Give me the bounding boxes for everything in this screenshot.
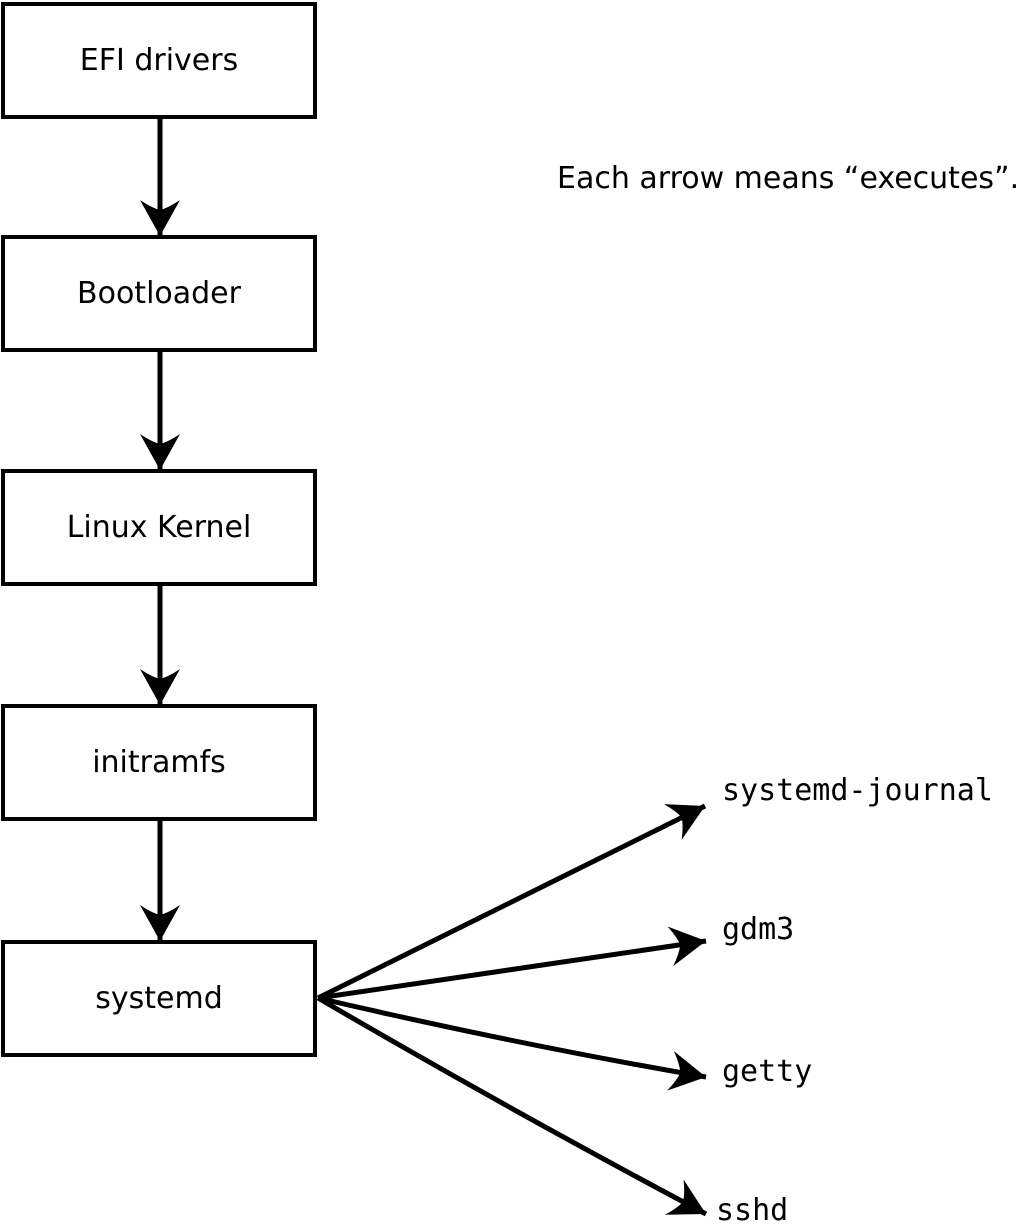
flow-box-bootloader: Bootloader [1, 235, 317, 352]
target-label-getty: getty [722, 1054, 813, 1089]
flow-box-initramfs: initramfs [1, 704, 317, 821]
flow-box-label: EFI drivers [79, 42, 239, 78]
arrow-systemd-to-sshd-icon [316, 995, 708, 1217]
arrow-systemd-to-gdm3-icon [317, 926, 707, 1001]
arrow-legend-note: Each arrow means “executes”. [557, 161, 1020, 196]
flow-box-label: Bootloader [77, 275, 241, 311]
flow-box-label: systemd [95, 980, 223, 1016]
target-label-gdm3: gdm3 [722, 912, 795, 947]
target-label-systemd-journal: systemd-journal [722, 773, 993, 808]
target-label-sshd: sshd [716, 1193, 789, 1228]
arrow-systemd-to-journal-icon [316, 803, 707, 1001]
flow-box-label: Linux Kernel [66, 509, 252, 545]
flow-box-label: initramfs [92, 744, 226, 780]
arrow-systemd-to-getty-icon [317, 995, 707, 1091]
flow-box-linux-kernel: Linux Kernel [1, 469, 317, 586]
flow-box-efi-drivers: EFI drivers [1, 2, 317, 119]
flow-box-systemd: systemd [1, 940, 317, 1057]
